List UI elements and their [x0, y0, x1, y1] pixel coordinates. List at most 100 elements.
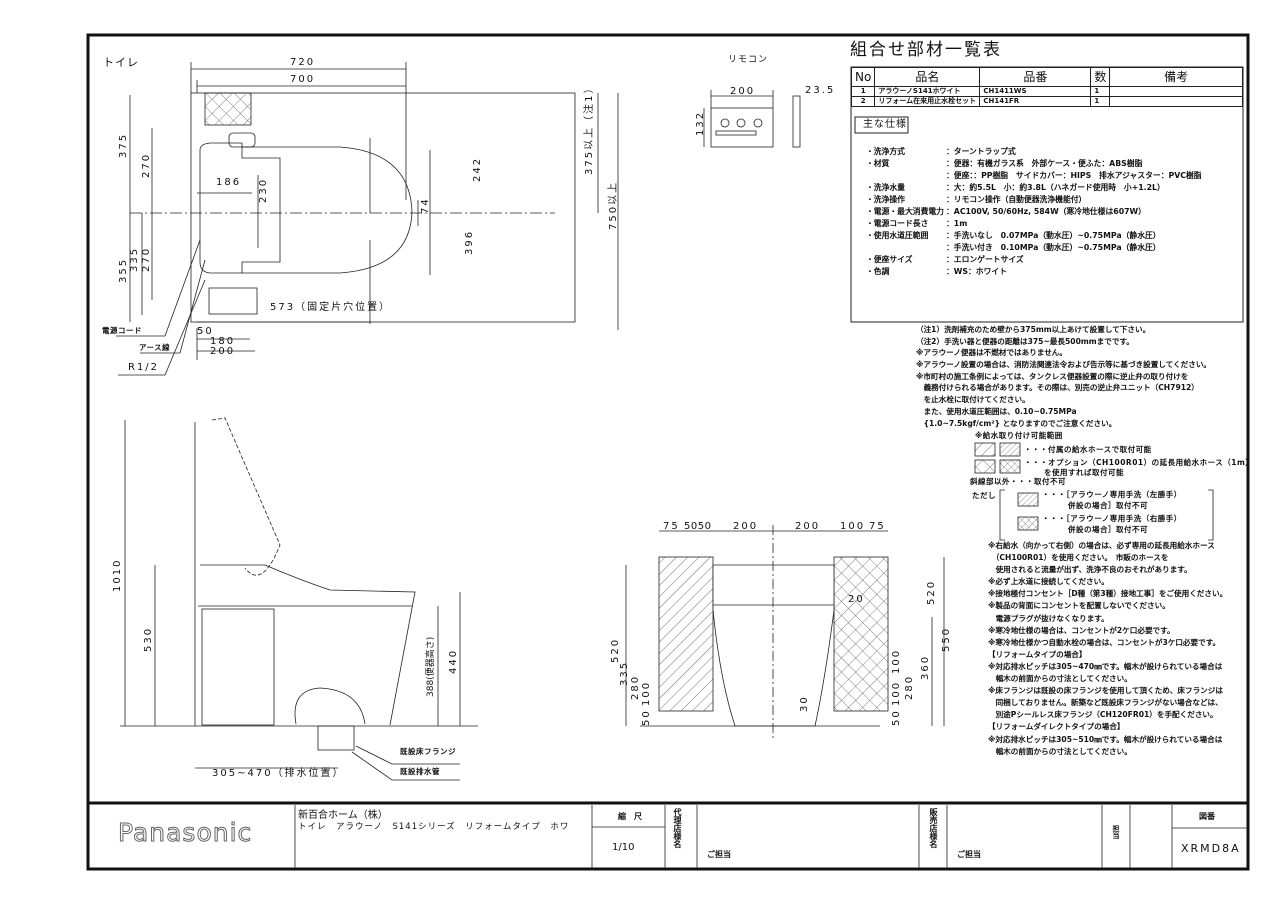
remote-view: [703, 90, 801, 148]
legend-left-basin: ・・・［アラウーノ専用手洗（左勝手）: [1042, 490, 1182, 499]
front-view: [625, 525, 945, 740]
dim-388: 388(便器高さ): [426, 636, 436, 697]
front-dim-100-right-a: 100: [891, 648, 902, 674]
front-dim-360: 360: [920, 654, 931, 680]
spec-value: ：WS：ホワイト: [946, 267, 1007, 276]
spec-label: ・洗浄水量: [866, 183, 905, 192]
cell-no: 1: [850, 86, 876, 97]
remote-height: 132: [695, 110, 706, 136]
note-line: ※右給水（向かって右側）の場合は、必ず専用の延長用給水ホース: [988, 541, 1215, 550]
title-block-lines: [294, 805, 1248, 868]
remote-title: リモコン: [728, 55, 769, 65]
dim-drain-pitch: 305~470（排水位置）: [212, 768, 345, 779]
remote-width: 200: [730, 86, 756, 97]
parts-table: No 品名 品番 数 備考 1 アラウーノS141ホワイト CH1411WS 1…: [850, 67, 1243, 107]
front-dim-550: 550: [941, 626, 952, 652]
header-qty: 数: [1090, 67, 1111, 87]
table-row: 1 アラウーノS141ホワイト CH1411WS 1: [850, 86, 1243, 97]
client-name: 新百合ホーム（株）: [298, 810, 388, 821]
header-no: No: [850, 67, 876, 87]
legend-option-hose: ・・・オプション（CH100R01）の延長用給水ホース（1m）: [1024, 458, 1254, 467]
front-dim-20: 20: [848, 594, 865, 605]
dealer-person: ご担当: [957, 850, 981, 859]
front-dim-280-right: 280: [904, 674, 915, 700]
staff-label: 担当: [1112, 825, 1120, 839]
label-power-cord: 電源コード: [102, 326, 142, 335]
dim-1010: 1010: [112, 558, 123, 592]
front-dim-280-left: 280: [630, 674, 641, 700]
dim-186: 186: [216, 177, 242, 188]
note-line: 使用されると流量が出ず、洗浄不良のおそれがあります。: [988, 565, 1192, 575]
legend-swatches: [974, 442, 1214, 541]
note-line: （注1）洗剤補充のため壁から375mm以上あけて設置して下さい。: [916, 325, 1151, 334]
spec-value: ：手洗い付き 0.10MPa（動水圧）~0.75MPa（静水圧）: [946, 243, 1161, 252]
dim-230: 230: [258, 177, 269, 203]
cell-qty: 1: [1090, 96, 1111, 107]
spec-label: ・材質: [866, 159, 890, 168]
dim-700: 700: [290, 74, 316, 85]
note-line: 義務付けられる場合があります。その際は、別売の逆止弁ユニット（CH7912）: [916, 383, 1199, 393]
note-line: ※アラウーノ便器は不燃材ではありません。: [916, 348, 1067, 358]
legend-included-hose: ・・・付属の給水ホースで取付可能: [1024, 445, 1152, 454]
note-line: ※必ず上水道に接続してください。: [988, 577, 1109, 587]
note-line: 幅木の前面からの寸法としてください。: [988, 746, 1132, 756]
cell-remarks: [1109, 86, 1243, 97]
cell-name: リフォーム在来用止水栓セット: [874, 96, 981, 107]
header-part-no: 品番: [979, 67, 1092, 87]
cell-name: アラウーノS141ホワイト: [874, 86, 981, 97]
dim-530: 530: [143, 626, 154, 652]
dim-50: 50: [197, 326, 214, 337]
dim-180: 180: [210, 336, 236, 347]
spec-label: ・電源コード長さ: [866, 219, 929, 228]
front-dim-520-right: 520: [926, 579, 937, 605]
dim-270-top: 270: [141, 152, 152, 178]
front-dim-200-left: 200: [733, 521, 759, 532]
sheet-border: [86, 33, 1250, 871]
note-line: ※接地極付コンセント［D種（第3種）接地工事］をご使用ください。: [988, 589, 1228, 599]
front-dim-100-right-b: 100: [891, 680, 902, 706]
note-line: 【リフォームタイプの場合】: [988, 649, 1087, 659]
plan-view: [116, 62, 619, 376]
note-line: ※寒冷地仕様の場合は、コンセントが2ケ口必要です。: [988, 625, 1175, 635]
note-line: 幅木の前面からの寸法としてください。: [988, 674, 1132, 684]
spec-label: ・色調: [866, 267, 890, 276]
drawing-no: XRMD8A: [1181, 842, 1241, 855]
dim-270-bottom: 270: [141, 246, 152, 272]
cell-part-no: CH1411WS: [979, 86, 1092, 97]
spec-value: ：AC100V, 50/60Hz, 584W（寒冷地仕様は607W）: [946, 207, 1146, 216]
legend-right-basin: ・・・［アラウーノ専用手洗（右勝手）: [1042, 514, 1182, 523]
front-dim-520-left: 520: [610, 637, 621, 663]
note-line: （注2）手洗い器と便器の距離は375~最長500mmまでです。: [916, 336, 1134, 346]
dealer-label: 販売店様名: [929, 808, 938, 848]
dim-375: 375: [118, 132, 129, 158]
legend-left-basin-cont: 併設の場合］取付不可: [1068, 501, 1148, 510]
dim-375-min: 375以上（注1）: [584, 81, 595, 175]
notes-primary: （注1）洗剤補充のため壁から375mm以上あけて設置して下さい。 （注2）手洗い器…: [916, 324, 1211, 429]
spec-value: ：リモコン操作（自動便器洗浄機能付）: [946, 195, 1087, 204]
legend-title: ※給水取り付け可能範囲: [975, 431, 1063, 440]
note-line: 【リフォームダイレクトタイプの場合】: [988, 722, 1125, 732]
front-dim-5050: 5050: [684, 521, 712, 532]
note-line: （CH100R01）を使用ください。 市販のホースを: [988, 553, 1169, 563]
label-existing-flange: 既設床フランジ: [400, 747, 456, 756]
drawing-no-label: 図番: [1199, 812, 1215, 821]
note-line: 電源プラグが抜けなくなります。: [988, 613, 1109, 623]
notes-secondary: ※右給水（向かって右側）の場合は、必ず専用の延長用給水ホース （CH100R01…: [988, 540, 1227, 758]
header-name: 品名: [874, 67, 981, 87]
dim-74: 74: [420, 197, 431, 214]
note-line: ※アラウーノ設置の場合は、消防法関連法令および告示等に基づき設置してください。: [916, 360, 1212, 370]
header-remarks: 備考: [1109, 67, 1243, 87]
dim-750-min: 750以上: [608, 180, 619, 230]
front-dim-200-right: 200: [795, 521, 821, 532]
note-line: {1.0~7.5kgf/cm²} となりますのでご注意ください。: [916, 418, 1117, 428]
note-line: ※床フランジは既設の床フランジを使用して頂くため、床フランジは: [988, 686, 1223, 696]
cell-qty: 1: [1090, 86, 1111, 97]
legend-not-allowed: 斜線部以外・・・取付不可: [970, 477, 1066, 486]
spec-label: ・電源・最大消費電力: [866, 207, 944, 216]
plan-title: トイレ: [103, 56, 139, 69]
spec-value: ：ターントラップ式: [946, 147, 1016, 156]
agency-label: 代理店様名: [673, 808, 682, 848]
legend-right-basin-cont: 併設の場合］取付不可: [1068, 525, 1148, 534]
dim-396: 396: [464, 229, 475, 255]
note-line: を止水栓に取付けてください。: [916, 395, 1030, 405]
